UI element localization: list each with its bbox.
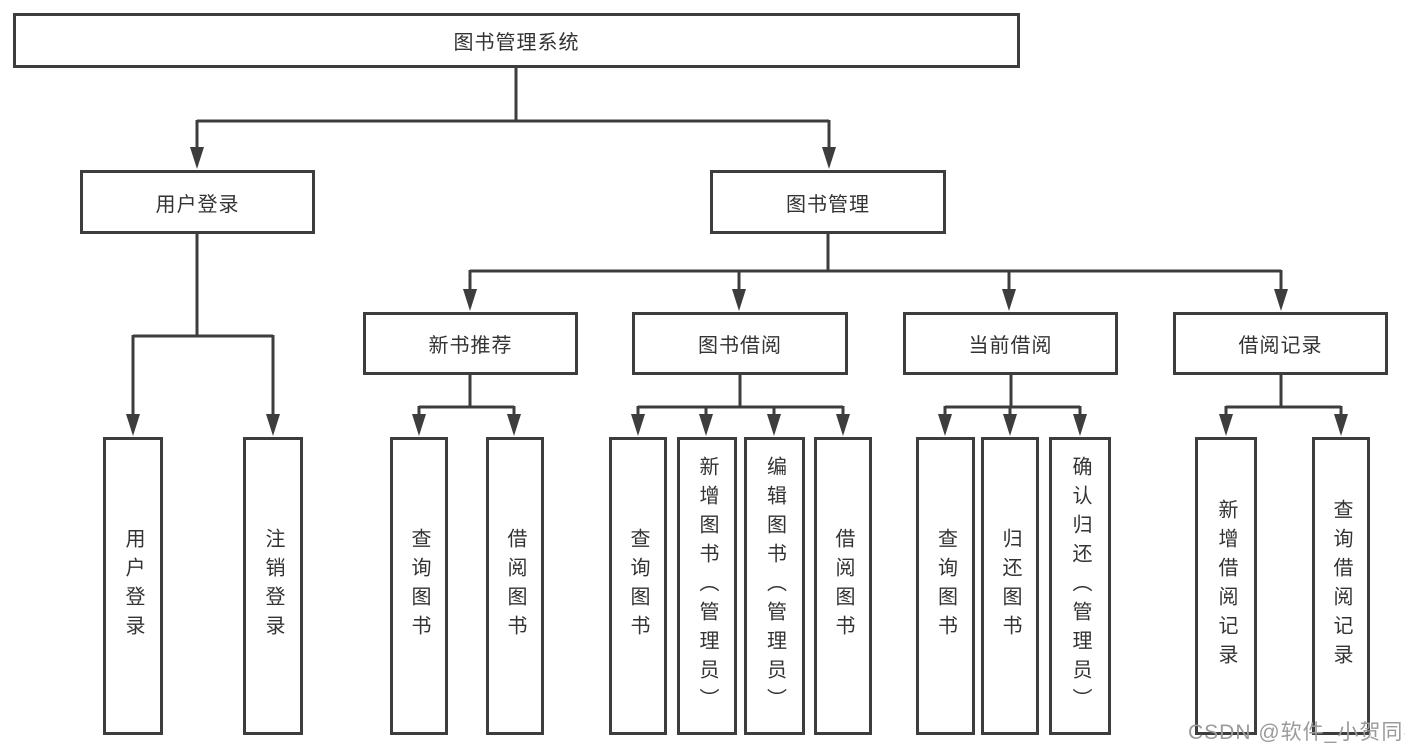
leaf-confirm-return-admin: 确认归还（管理员） (1049, 437, 1111, 735)
leaf-query-books-2: 查询图书 (609, 437, 667, 735)
leaf-confirm-return-admin-label: 确认归还（管理员） (1069, 455, 1091, 717)
arrowheads (126, 147, 1348, 436)
leaf-query-books-3: 查询图书 (916, 437, 975, 735)
leaf-return-books: 归还图书 (981, 437, 1039, 735)
leaf-borrow-books-1: 借阅图书 (486, 437, 544, 735)
leaf-query-books-2-label: 查询图书 (627, 528, 649, 644)
node-new-book-recommend-label: 新书推荐 (428, 335, 513, 357)
leaf-edit-books-admin: 编辑图书（管理员） (744, 437, 805, 735)
leaf-query-borrow-record-label: 查询借阅记录 (1330, 499, 1352, 673)
leaf-user-login: 用户登录 (103, 437, 163, 735)
leaf-add-books-admin-label: 新增图书（管理员） (696, 455, 718, 717)
node-book-borrow-label: 图书借阅 (698, 335, 782, 357)
node-new-book-recommend: 新书推荐 (363, 312, 578, 375)
csdn-watermark: CSDN @软件_小贺同学 (1188, 721, 1405, 744)
leaf-borrow-books-2-label: 借阅图书 (832, 528, 854, 644)
leaf-logout-label: 注销登录 (262, 528, 284, 644)
leaf-edit-books-admin-label: 编辑图书（管理员） (763, 455, 786, 717)
leaf-add-borrow-record-label: 新增借阅记录 (1215, 499, 1237, 673)
node-root-label: 图书管理系统 (453, 32, 580, 54)
node-root: 图书管理系统 (13, 13, 1020, 68)
node-user-login: 用户登录 (80, 170, 315, 234)
node-current-borrow-label: 当前借阅 (968, 335, 1053, 357)
node-borrow-record: 借阅记录 (1173, 312, 1388, 375)
node-borrow-record-label: 借阅记录 (1238, 335, 1323, 357)
leaf-query-borrow-record: 查询借阅记录 (1312, 437, 1370, 735)
node-book-management: 图书管理 (710, 170, 946, 234)
leaf-add-borrow-record: 新增借阅记录 (1195, 437, 1257, 735)
leaf-query-books-1: 查询图书 (390, 437, 448, 735)
leaf-return-books-label: 归还图书 (999, 528, 1021, 644)
leaf-borrow-books-2: 借阅图书 (814, 437, 872, 735)
node-book-borrow: 图书借阅 (632, 312, 848, 375)
leaf-query-books-3-label: 查询图书 (934, 528, 957, 644)
node-book-management-label: 图书管理 (786, 193, 870, 216)
leaf-user-login-label: 用户登录 (122, 528, 144, 644)
node-current-borrow: 当前借阅 (903, 312, 1118, 375)
leaf-query-books-1-label: 查询图书 (408, 528, 430, 644)
leaf-add-books-admin: 新增图书（管理员） (677, 437, 737, 735)
leaf-borrow-books-1-label: 借阅图书 (504, 528, 526, 644)
leaf-logout: 注销登录 (243, 437, 303, 735)
node-user-login-label: 用户登录 (155, 193, 240, 216)
